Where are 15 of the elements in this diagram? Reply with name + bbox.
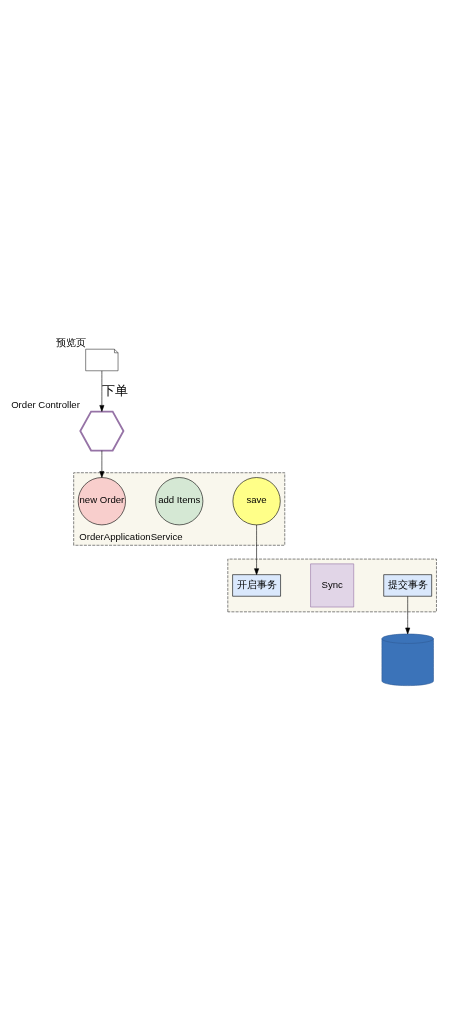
cluster <box>227 558 437 613</box>
node-box: 提交事务 <box>383 574 432 597</box>
arrow <box>254 524 259 575</box>
arrow <box>99 370 105 412</box>
node-box: 开启事务 <box>232 574 281 597</box>
node-box: Sync <box>310 563 355 608</box>
arrow <box>99 450 105 478</box>
node-circle: save <box>232 477 281 526</box>
node-circle: new Order <box>77 477 126 526</box>
node-label: 预览页 <box>56 337 87 349</box>
edge-label: 下单 <box>102 382 129 398</box>
arrow <box>405 596 411 635</box>
node-label: Order Controller <box>11 399 80 411</box>
node-hexagon <box>79 410 125 452</box>
node-circle: add Items <box>155 477 204 526</box>
